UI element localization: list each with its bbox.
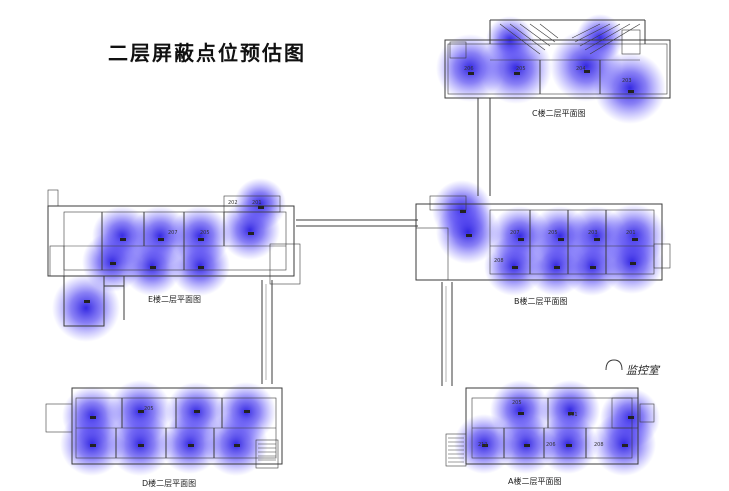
camera-dot xyxy=(198,238,204,241)
room-number: 205 xyxy=(548,230,558,236)
camera-dot xyxy=(518,238,524,241)
signal-zone xyxy=(436,200,500,264)
camera-dot xyxy=(90,416,96,419)
camera-dot xyxy=(138,410,144,413)
wall-lines xyxy=(45,19,671,469)
building-label-a: A楼二层平面图 xyxy=(508,476,561,486)
room-number: 204 xyxy=(576,66,586,72)
camera-dot xyxy=(628,416,634,419)
camera-dot xyxy=(244,410,250,413)
camera-dot xyxy=(584,70,590,73)
camera-dot xyxy=(198,266,204,269)
camera-dot xyxy=(594,238,600,241)
room-number: 201 xyxy=(626,230,636,236)
building-label-b: B楼二层平面图 xyxy=(514,296,568,306)
camera-dot xyxy=(630,262,636,265)
camera-dot xyxy=(568,412,574,415)
signal-zone xyxy=(52,274,120,342)
building-label-d: D楼二层平面图 xyxy=(142,478,196,488)
signal-zone xyxy=(594,52,666,124)
room-number: 212 xyxy=(478,442,488,448)
camera-points xyxy=(84,70,638,447)
room-number: 207 xyxy=(168,230,178,236)
camera-dot xyxy=(482,444,488,447)
room-number: 205 xyxy=(200,230,210,236)
room-number: 205 xyxy=(144,406,154,412)
room-labels: 206 205 204 203 207 205 203 201 208 202 … xyxy=(144,66,636,448)
room-number: 201 xyxy=(568,412,578,418)
camera-dot xyxy=(632,238,638,241)
signal-zone xyxy=(220,200,280,260)
camera-dot xyxy=(258,206,264,209)
camera-dot xyxy=(628,90,634,93)
handwritten-note: 监控室 xyxy=(626,364,661,377)
camera-dot xyxy=(158,238,164,241)
camera-dot xyxy=(518,412,524,415)
camera-dot xyxy=(234,444,240,447)
room-number: 208 xyxy=(494,258,504,264)
signal-zone xyxy=(576,14,624,62)
camera-dot xyxy=(514,72,520,75)
room-number: 206 xyxy=(464,66,474,72)
camera-dot xyxy=(150,266,156,269)
camera-dot xyxy=(194,410,200,413)
camera-dot xyxy=(110,262,116,265)
room-number: 205 xyxy=(516,66,526,72)
building-labels: C楼二层平面图 B楼二层平面图 E楼二层平面图 D楼二层平面图 A楼二层平面图 xyxy=(142,108,586,488)
room-number: 207 xyxy=(510,230,520,236)
camera-dot xyxy=(558,238,564,241)
camera-dot xyxy=(460,210,466,213)
camera-dot xyxy=(566,444,572,447)
camera-dot xyxy=(248,232,254,235)
room-number: 206 xyxy=(546,442,556,448)
camera-dot xyxy=(554,266,560,269)
room-number: 203 xyxy=(588,230,598,236)
camera-dot xyxy=(590,266,596,269)
camera-dot xyxy=(466,234,472,237)
building-label-e: E楼二层平面图 xyxy=(148,294,201,304)
room-number: 208 xyxy=(594,442,604,448)
room-number: 202 xyxy=(228,200,238,206)
camera-dot xyxy=(84,300,90,303)
building-label-c: C楼二层平面图 xyxy=(532,108,586,118)
camera-dot xyxy=(188,444,194,447)
signal-zones xyxy=(52,14,666,476)
room-number: 205 xyxy=(512,400,522,406)
camera-dot xyxy=(468,72,474,75)
camera-dot xyxy=(524,444,530,447)
camera-dot xyxy=(622,444,628,447)
camera-dot xyxy=(138,444,144,447)
room-number: 201 xyxy=(252,200,262,206)
camera-dot xyxy=(512,266,518,269)
camera-dot xyxy=(90,444,96,447)
room-number: 203 xyxy=(622,78,632,84)
page-title: 二层屏蔽点位预估图 xyxy=(108,41,306,65)
camera-dot xyxy=(120,238,126,241)
